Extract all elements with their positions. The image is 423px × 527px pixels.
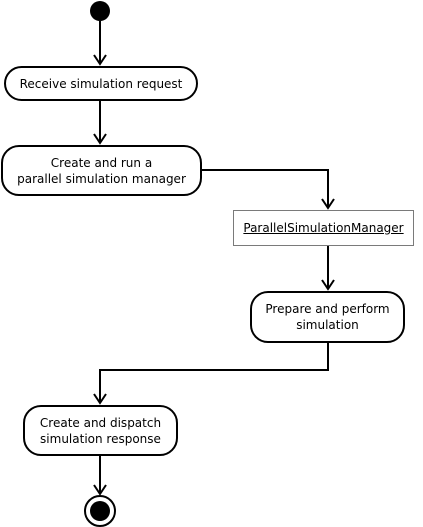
action-receive-simulation-request: Receive simulation request [4, 66, 198, 101]
edge-manager-to-prepare [321, 246, 335, 291]
object-parallel-simulation-manager: ParallelSimulationManager [233, 210, 414, 246]
action-label-line-1: Create and run a [50, 155, 153, 170]
edge-create-run-to-manager [202, 169, 335, 210]
edge-initial-to-receive [93, 21, 107, 66]
edge-prepare-to-dispatch [93, 343, 329, 405]
edge-dispatch-to-final [93, 456, 107, 496]
object-label: ParallelSimulationManager [243, 221, 404, 235]
action-label-line-2: simulation response [40, 431, 161, 446]
final-node [84, 495, 116, 527]
action-label-line-2: parallel simulation manager [17, 171, 186, 186]
action-label: Receive simulation request [19, 76, 183, 91]
action-create-and-run-manager: Create and run a parallel simulation man… [1, 145, 202, 196]
action-label-line-2: simulation [296, 318, 359, 332]
action-label-line-1: Prepare and perform [265, 302, 390, 316]
action-label-line-1: Create and dispatch [39, 415, 162, 430]
edge-receive-to-create-run [93, 101, 107, 145]
initial-node [90, 1, 110, 21]
action-prepare-and-perform-simulation: Prepare and perform simulation [250, 291, 405, 343]
action-create-and-dispatch-response: Create and dispatch simulation response [23, 405, 178, 456]
